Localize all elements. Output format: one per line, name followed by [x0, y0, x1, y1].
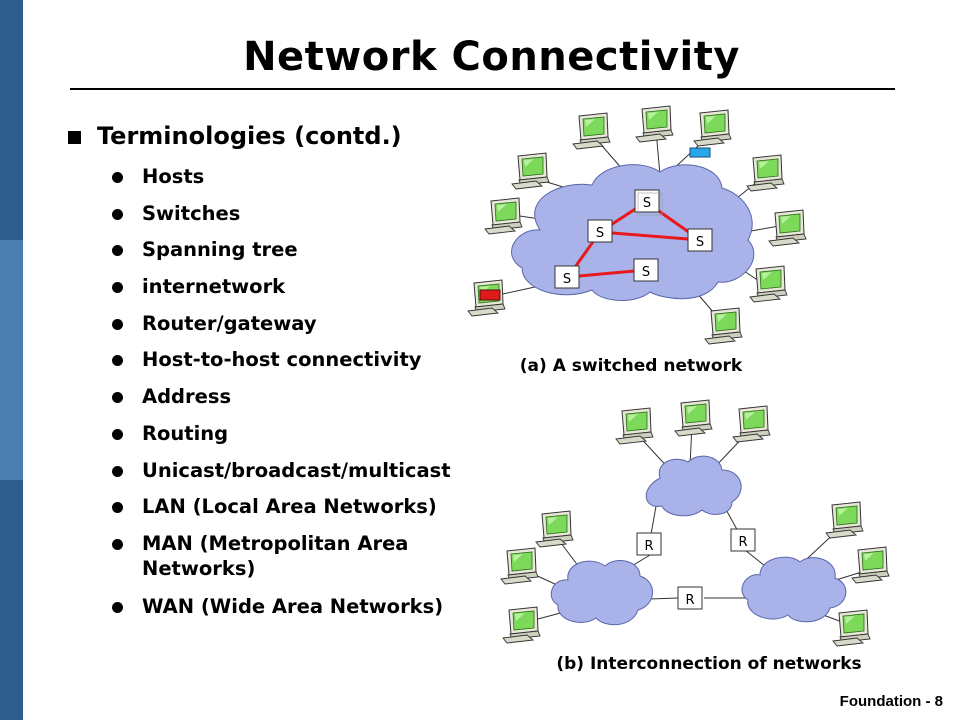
router-node: R: [636, 532, 662, 556]
host-computer-icon: [732, 405, 771, 443]
bullet-dot-icon: [112, 466, 123, 477]
host-computer-icon: [500, 547, 539, 585]
internetwork-diagram: R R R (b) Interconnection of networks: [500, 399, 890, 674]
network-cloud-top: [645, 455, 742, 517]
bullet-dot-icon: [112, 429, 123, 440]
network-cloud-left: [550, 560, 653, 626]
interface-highlight-red: [479, 289, 501, 301]
svg-text:R: R: [738, 535, 747, 550]
bullet-dot-icon: [112, 502, 123, 513]
switch-node: S: [633, 258, 659, 282]
host-computer-icon: [502, 606, 541, 644]
bullet-dot-icon: [112, 319, 123, 330]
slide-footer: Foundation - 8: [839, 693, 943, 710]
bullet-dot-icon: [112, 355, 123, 366]
host-computer-icon: [535, 510, 574, 548]
host-computer-icon: [704, 307, 743, 345]
interface-highlight-blue: [689, 147, 711, 158]
svg-text:S: S: [696, 235, 704, 250]
network-cloud-right: [741, 556, 847, 623]
switched-network-cloud: [511, 164, 755, 301]
bullet-dot-icon: [112, 539, 123, 550]
host-computer-icon: [851, 546, 890, 584]
svg-text:S: S: [643, 196, 651, 211]
host-computer-icon: [825, 501, 864, 539]
svg-text:R: R: [685, 593, 694, 608]
left-sidebar-bar: [0, 0, 23, 720]
host-computer-icon: [674, 399, 713, 437]
switched-network-diagram: S S S S S (a) A switched netw: [467, 105, 807, 376]
slide-title: Network Connectivity: [243, 34, 740, 80]
host-computer-icon: [635, 105, 674, 143]
bullet-dot-icon: [112, 392, 123, 403]
svg-text:R: R: [644, 539, 653, 554]
svg-text:S: S: [642, 265, 650, 280]
diagram-b-caption: (b) Interconnection of networks: [556, 654, 861, 674]
host-computer-icon: [746, 154, 785, 192]
section-heading: Terminologies (contd.): [97, 122, 402, 150]
host-computer-icon: [749, 265, 788, 303]
host-computer-icon: [768, 209, 807, 247]
switch-node: S: [554, 265, 580, 289]
host-computer-icon: [832, 609, 871, 647]
title-divider: [70, 88, 895, 90]
heading-square-bullet: [68, 131, 81, 144]
router-node: R: [677, 586, 703, 610]
host-computer-icon: [693, 109, 732, 147]
router-node: R: [730, 528, 756, 552]
host-computer-icon: [511, 152, 550, 190]
host-computer-icon: [572, 112, 611, 150]
sidebar-segment-middle: [0, 240, 23, 480]
bullet-dot-icon: [112, 172, 123, 183]
switch-node: S: [634, 189, 663, 216]
bullet-dot-icon: [112, 282, 123, 293]
svg-text:S: S: [563, 272, 571, 287]
sidebar-segment-bottom: [0, 480, 23, 720]
switch-node: S: [587, 219, 613, 243]
bullet-dot-icon: [112, 209, 123, 220]
bullet-dot-icon: [112, 245, 123, 256]
host-computer-icon: [615, 407, 654, 445]
sidebar-segment-top: [0, 0, 23, 240]
host-computer-icon: [484, 197, 523, 235]
switch-node: S: [687, 228, 713, 252]
svg-text:S: S: [596, 226, 604, 241]
diagram-a-caption: (a) A switched network: [520, 356, 743, 376]
bullet-dot-icon: [112, 602, 123, 613]
